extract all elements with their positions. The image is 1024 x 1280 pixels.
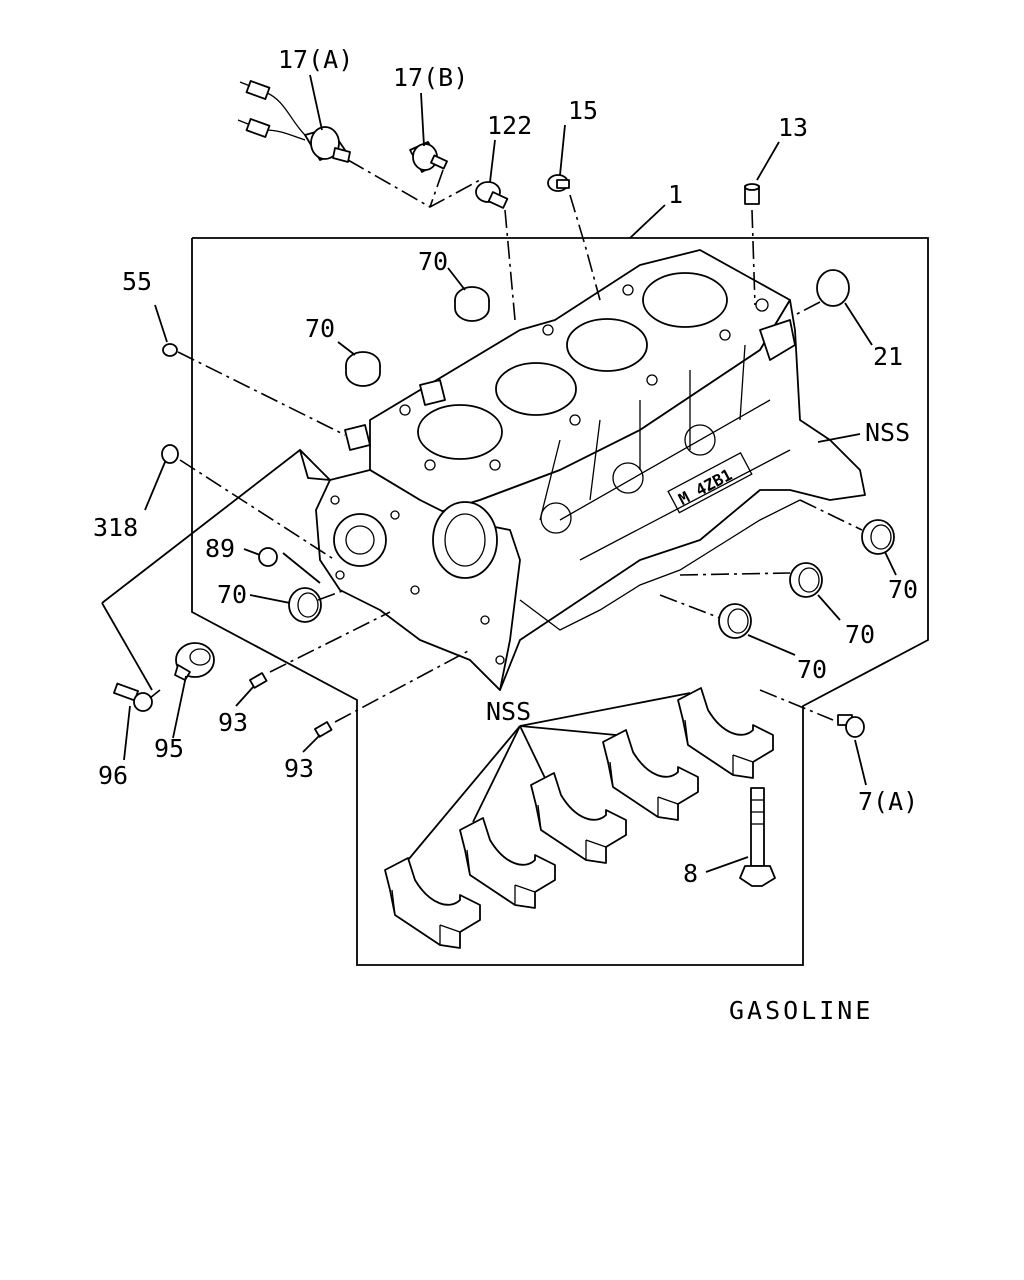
label-21: 21	[873, 342, 903, 371]
dowel-93-a	[249, 672, 268, 689]
bearing-cap-4	[602, 729, 699, 821]
label-8: 8	[683, 859, 698, 888]
sensor-17b	[409, 141, 448, 173]
label-17a: 17(A)	[278, 45, 353, 74]
dowel-93-b	[314, 721, 333, 738]
bearing-cap-1	[384, 857, 481, 949]
sensor-95	[174, 642, 215, 681]
label-96: 96	[98, 761, 128, 790]
label-55: 55	[122, 267, 152, 296]
plug-89	[258, 547, 278, 567]
label-70-top-b: 70	[305, 314, 335, 343]
bearing-cap-5	[677, 687, 774, 779]
bolt-96	[113, 682, 153, 712]
dowel-13	[744, 183, 760, 205]
bearing-cap-3	[530, 772, 627, 864]
seal-70-right-b	[789, 562, 823, 598]
adapter-122	[475, 181, 509, 209]
cap-bolt-8	[739, 787, 776, 887]
label-93-b: 93	[284, 754, 314, 783]
label-70-seal-right-c: 70	[797, 655, 827, 684]
label-95: 95	[154, 734, 184, 763]
seal-70-right-c	[718, 603, 752, 639]
bearing-cap-2	[459, 817, 556, 909]
plug-318	[161, 444, 179, 464]
label-15: 15	[568, 96, 598, 125]
label-70-seal-right-a: 70	[888, 575, 918, 604]
label-13: 13	[778, 113, 808, 142]
label-nss-caps: NSS	[486, 697, 531, 726]
phantom-lines	[149, 159, 863, 723]
label-70-top-a: 70	[418, 247, 448, 276]
oil-pressure-sensor-17a	[237, 80, 351, 163]
label-89: 89	[205, 534, 235, 563]
label-70-seal-right-b: 70	[845, 620, 875, 649]
label-gasoline: GASOLINE	[729, 996, 873, 1025]
seal-70-right-a	[861, 519, 895, 555]
screw-55	[162, 343, 178, 357]
label-93-a: 93	[218, 708, 248, 737]
assembly-frame	[191, 204, 929, 966]
label-17b: 17(B)	[393, 63, 468, 92]
leader-lines	[101, 74, 897, 873]
label-nss-block: NSS	[865, 418, 910, 447]
plug-70-top-a	[454, 286, 490, 322]
callout-labels: 17(A) 17(B) 122 15 13 1 21 55 70 70 NSS …	[93, 45, 918, 1025]
label-122: 122	[487, 111, 532, 140]
seal-70-left	[288, 587, 322, 623]
label-318: 318	[93, 513, 138, 542]
bolt-7a	[837, 714, 865, 738]
cylinder-block: M 4ZB1	[315, 249, 866, 691]
label-70-seal-left: 70	[217, 580, 247, 609]
label-1: 1	[668, 180, 683, 209]
label-7a: 7(A)	[858, 787, 918, 816]
plug-21	[816, 269, 850, 307]
plug-15	[547, 174, 570, 192]
plug-70-top-b	[345, 351, 381, 387]
